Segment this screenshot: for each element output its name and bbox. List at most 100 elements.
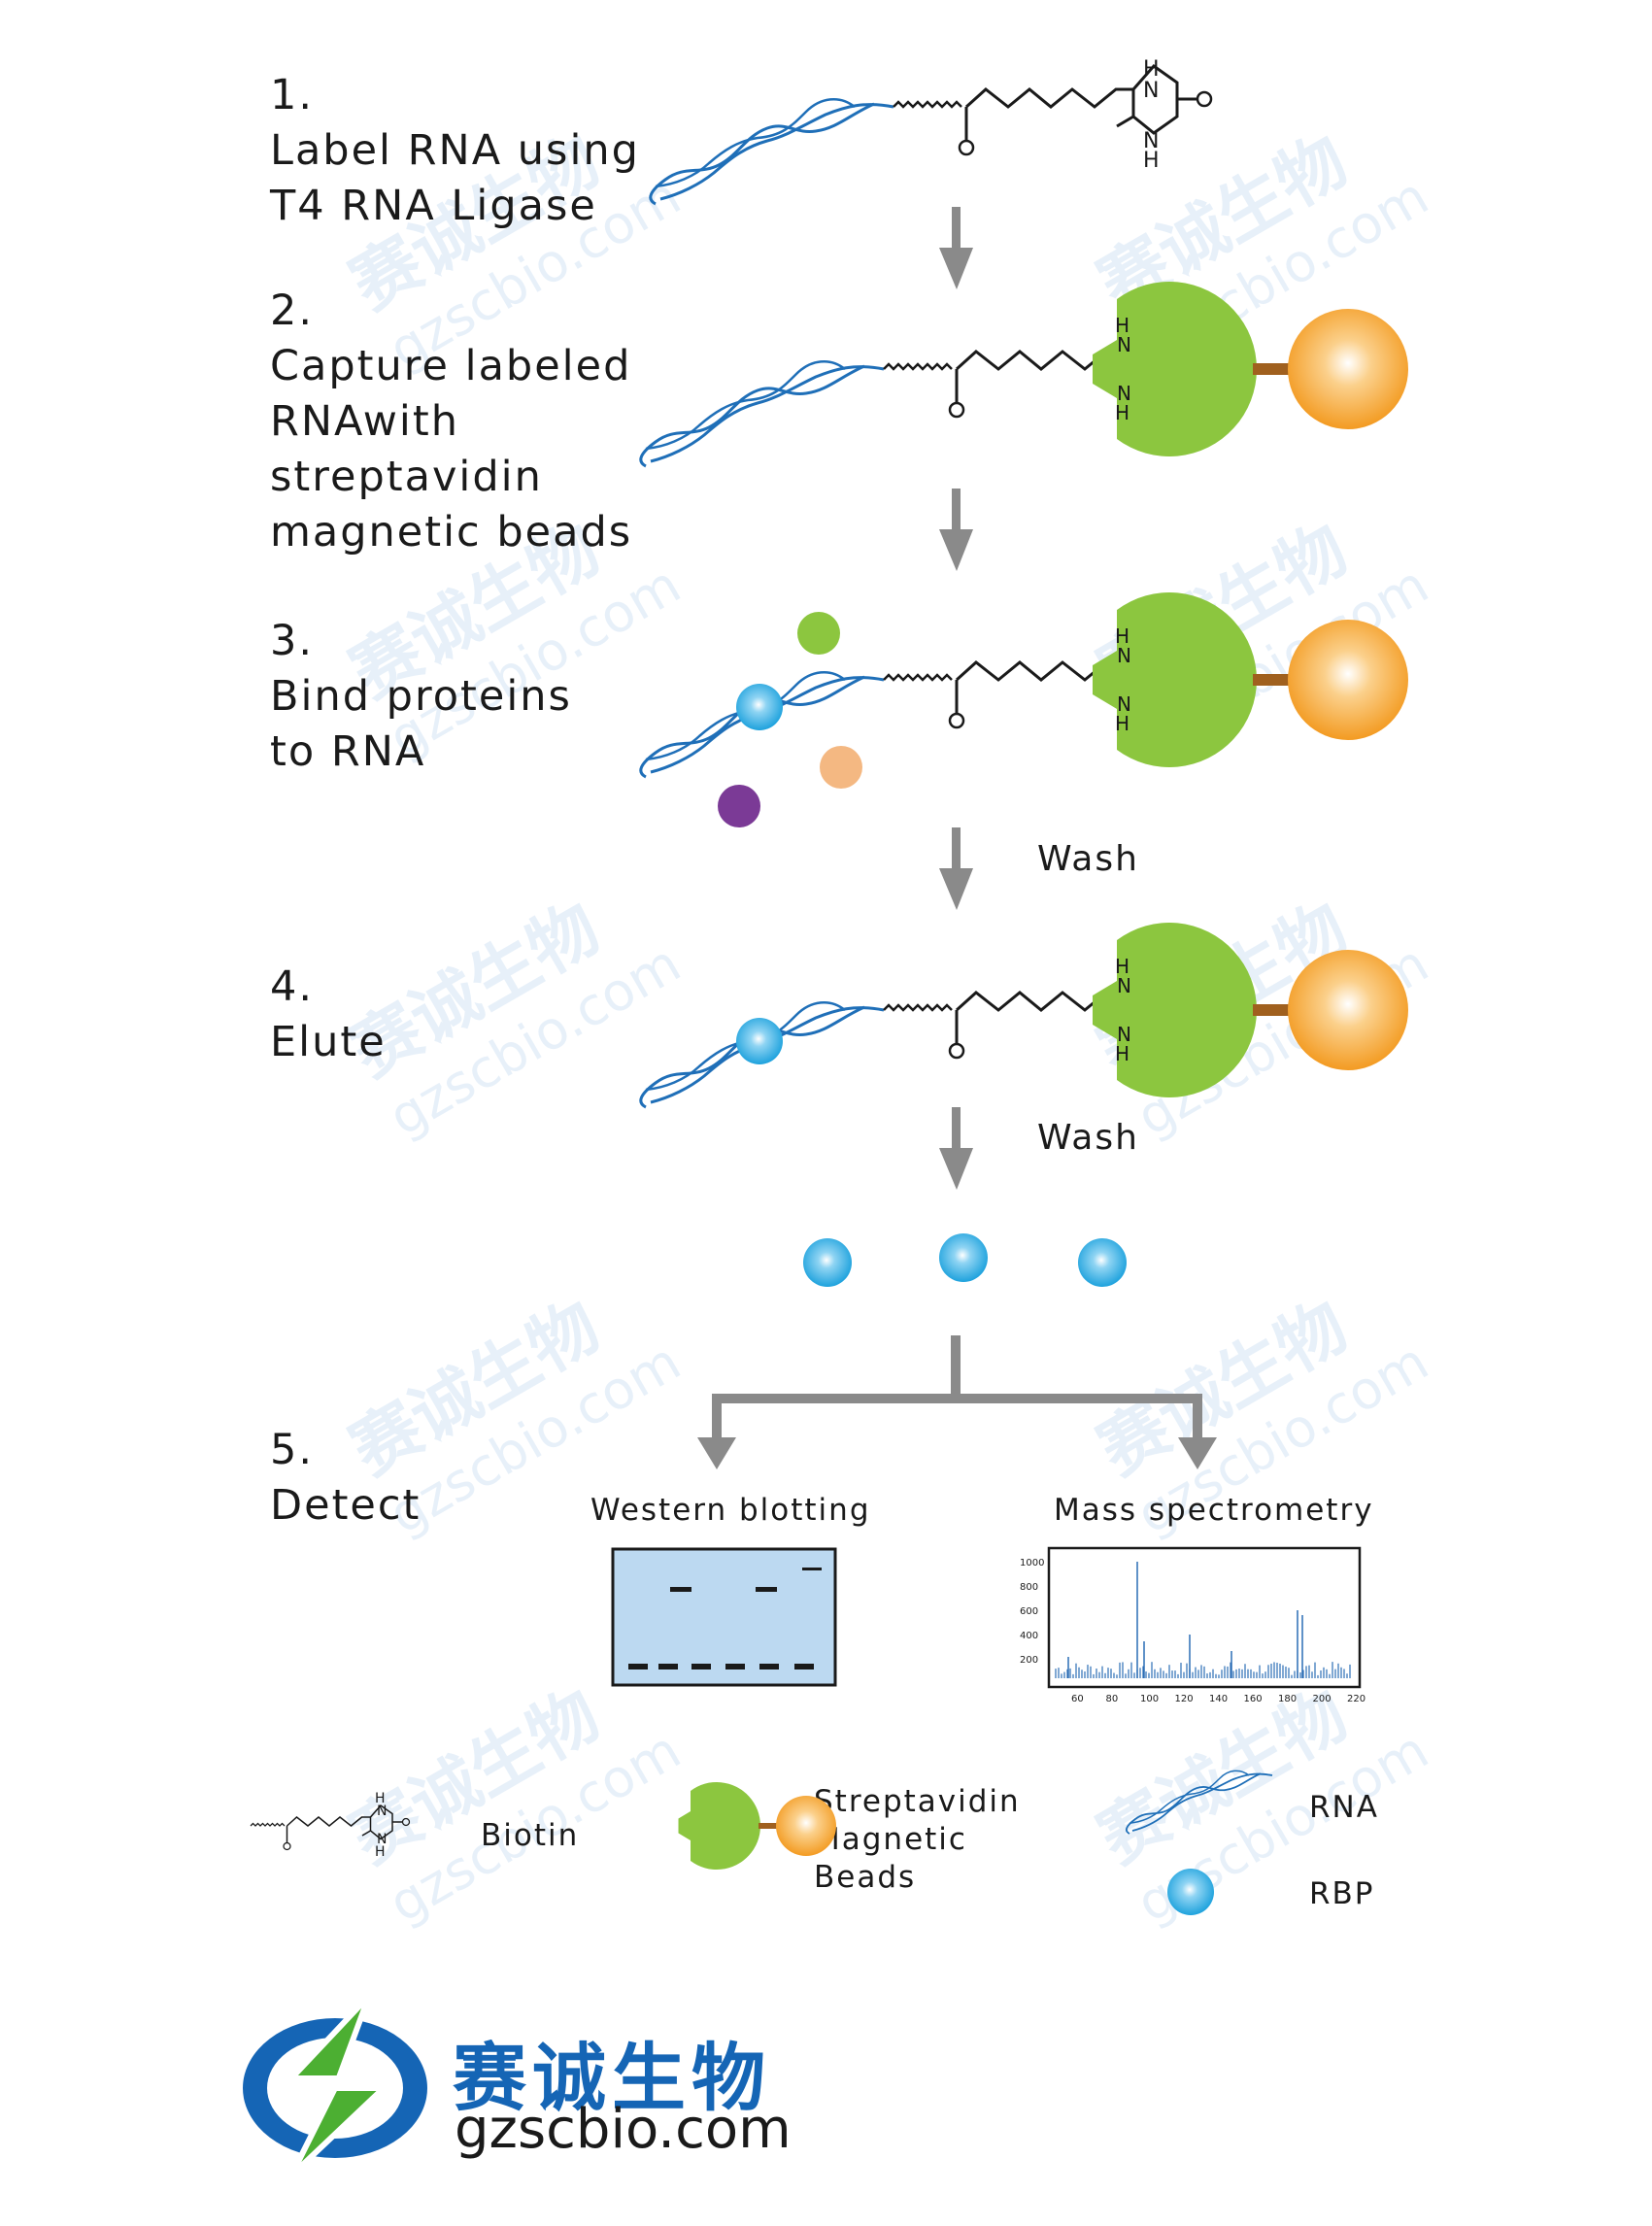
chem-label-n: N xyxy=(1117,692,1131,716)
step-1-number: 1. xyxy=(270,71,315,119)
western-blot-panel xyxy=(611,1547,837,1687)
ms-x-tick-label: 160 xyxy=(1244,1694,1263,1704)
step-3-binding xyxy=(639,592,1408,827)
chem-label-n: N xyxy=(1117,1023,1131,1046)
chem-label-h: H xyxy=(375,1844,386,1860)
chem-label-h: H xyxy=(1115,712,1129,735)
protein-purple xyxy=(718,785,760,827)
step-1-line: Label RNA using xyxy=(270,126,640,175)
chem-label-n: N xyxy=(1143,79,1159,103)
ms-y-tick-label: 1000 xyxy=(1020,1558,1044,1568)
rbp-icon xyxy=(803,1238,852,1287)
ms-y-tick-label: 200 xyxy=(1020,1655,1038,1666)
blot-band xyxy=(756,1587,777,1592)
chem-label-n: N xyxy=(377,1804,387,1819)
chem-label-n: N xyxy=(377,1832,387,1847)
ms-x-tick-label: 140 xyxy=(1209,1694,1228,1704)
ms-y-tick-label: 400 xyxy=(1020,1631,1038,1641)
blot-band xyxy=(658,1664,678,1670)
ms-x-tick-label: 60 xyxy=(1071,1694,1084,1704)
chem-label-n: N xyxy=(1117,644,1131,667)
company-logo-chinese: 赛诚生物 xyxy=(453,2035,771,2121)
step-2-line: streptavidin xyxy=(270,453,543,501)
legend-beads-icon xyxy=(678,1782,836,1870)
rbp-icon xyxy=(736,1018,783,1064)
step-4: 4. Elute xyxy=(270,960,387,1070)
protein-peach xyxy=(820,746,862,789)
step-2-line: Capture labeled xyxy=(270,342,632,390)
step-3-line: to RNA xyxy=(270,727,426,776)
blot-band xyxy=(670,1587,691,1592)
step-3-number: 3. xyxy=(270,617,315,665)
company-logo-domain: gzscbio.com xyxy=(455,2098,792,2161)
blot-band xyxy=(628,1664,648,1670)
ms-x-tick-label: 180 xyxy=(1278,1694,1297,1704)
chem-label-h: H xyxy=(1143,57,1160,82)
step-2-captured-rna xyxy=(639,282,1408,468)
chem-label-h: H xyxy=(1115,314,1129,337)
legend-rna-icon xyxy=(1125,1770,1273,1835)
blot-band xyxy=(794,1664,814,1670)
chem-label-h: H xyxy=(1115,624,1129,648)
legend-beads-line: Beads xyxy=(814,1860,917,1895)
ms-x-tick-label: 100 xyxy=(1140,1694,1159,1704)
step-3-line: Bind proteins xyxy=(270,672,572,721)
ms-y-tick-label: 800 xyxy=(1020,1582,1038,1593)
rbp-icon xyxy=(736,684,783,730)
wash-label: Wash xyxy=(1037,1118,1139,1158)
step-1: 1. Label RNA using T4 RNA Ligase xyxy=(270,68,640,234)
step-4-bound-rbp xyxy=(639,923,1408,1109)
blot-band xyxy=(725,1664,745,1670)
mass-spectrometry-label: Mass spectrometry xyxy=(1054,1493,1374,1528)
ms-x-tick-label: 120 xyxy=(1175,1694,1194,1704)
rbp-icon xyxy=(1078,1238,1127,1287)
eluted-rbps xyxy=(803,1233,1127,1287)
step-5-number: 5. xyxy=(270,1426,315,1474)
protein-green xyxy=(797,612,840,655)
legend-beads-label: Streptavidin Magnetic Beads xyxy=(814,1783,1021,1897)
step-5-line: Detect xyxy=(270,1481,421,1530)
chem-label-n: N xyxy=(1117,333,1131,356)
arrow-down xyxy=(939,827,973,910)
step-1-labeled-rna xyxy=(649,64,1213,206)
ms-x-tick-label: 200 xyxy=(1313,1694,1332,1704)
chem-label-h: H xyxy=(1115,1042,1129,1065)
arrow-down xyxy=(939,489,973,571)
step-1-line: T4 RNA Ligase xyxy=(270,182,597,230)
step-4-line: Elute xyxy=(270,1018,387,1066)
blot-band xyxy=(802,1568,822,1570)
step-2: 2. Capture labeled RNAwith streptavidin … xyxy=(270,284,632,560)
mass-spectrum-peaks xyxy=(1055,1562,1351,1678)
arrow-down xyxy=(939,207,973,289)
ms-y-tick-label: 600 xyxy=(1020,1606,1038,1617)
chem-label-n: N xyxy=(1117,382,1131,405)
branch-arrow xyxy=(697,1335,1217,1469)
chem-label-n: N xyxy=(1117,974,1131,997)
legend-rbp-icon xyxy=(1167,1869,1214,1915)
chem-label-h: H xyxy=(1115,401,1129,424)
ms-x-tick-label: 220 xyxy=(1347,1694,1365,1704)
company-logo-icon xyxy=(243,1993,427,2178)
chem-label-n: N xyxy=(1143,129,1159,153)
chem-label-h: H xyxy=(1143,149,1160,173)
step-3: 3. Bind proteins to RNA xyxy=(270,614,572,780)
step-2-number: 2. xyxy=(270,287,315,335)
wash-label: Wash xyxy=(1037,839,1139,879)
blot-band xyxy=(759,1664,779,1670)
legend-rbp-label: RBP xyxy=(1309,1876,1375,1911)
arrow-down xyxy=(939,1107,973,1190)
step-4-number: 4. xyxy=(270,962,315,1011)
step-5: 5. Detect xyxy=(270,1423,421,1534)
legend-beads-line: Magnetic xyxy=(814,1822,967,1857)
legend-beads-line: Streptavidin xyxy=(814,1784,1021,1819)
step-2-line: magnetic beads xyxy=(270,508,633,556)
western-blotting-label: Western blotting xyxy=(590,1493,871,1528)
chem-label-h: H xyxy=(375,1791,386,1806)
chem-label-h: H xyxy=(1115,955,1129,978)
legend-biotin-label: Biotin xyxy=(481,1818,580,1853)
step-2-line: RNAwith xyxy=(270,397,459,446)
legend-rna-label: RNA xyxy=(1309,1790,1379,1825)
blot-band xyxy=(691,1664,711,1670)
